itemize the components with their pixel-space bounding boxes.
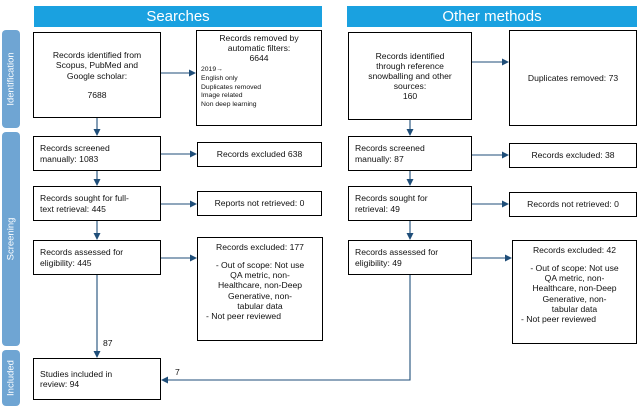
left-screened-box: Records screened manually: 1083 [33, 136, 161, 171]
right-identified-box: Records identified through reference sno… [348, 32, 472, 120]
included-box: Studies included in review: 94 [33, 358, 161, 400]
reason-line: Healthcare, non-Deep [217, 280, 303, 291]
stage-screening: Screening [2, 132, 20, 346]
right-identified-line1: Records identified [375, 50, 445, 61]
right-assessed-line1: Records assessed for [355, 247, 439, 258]
right-duplicates-text: Duplicates removed: 73 [527, 72, 619, 83]
left-not-retrieved-box: Reports not retrieved: 0 [197, 191, 322, 216]
arrow-right-assessed-to-included [161, 275, 411, 384]
reason-line: QA metric, non- [544, 273, 605, 284]
left-excluded2-reason2: - Not peer reviewed [206, 310, 281, 321]
left-screened-line1: Records screened [40, 143, 110, 154]
right-excluded2-reason2: - Not peer reviewed [521, 313, 596, 324]
left-removed-count: 6644 [249, 53, 269, 64]
left-excluded2-reason1: - Out of scope: Not use QA metric, non- … [204, 260, 316, 311]
right-assessed-line2: eligibility: 49 [355, 257, 402, 268]
left-identified-line2: Scopus, PubMed and [55, 60, 139, 71]
left-removed-title2: automatic filters: [227, 43, 291, 54]
reason-line: tabular data [551, 303, 598, 314]
left-assessed-line1: Records assessed for [40, 247, 124, 258]
right-sought-line1: Records sought for [355, 193, 428, 204]
left-excluded2-title: Records excluded: 177 [216, 242, 304, 252]
right-identified-line2: through reference [376, 60, 444, 71]
right-excluded2-title: Records excluded: 42 [532, 245, 617, 255]
right-not-retrieved-text: Records not retrieved: 0 [527, 199, 619, 210]
left-identified-box: Records identified from Scopus, PubMed a… [33, 32, 161, 118]
right-sought-box: Records sought for retrieval: 49 [348, 186, 472, 221]
reason-line: tabular data [237, 300, 283, 311]
right-screened-box: Records screened manually: 87 [348, 136, 472, 171]
right-assessed-box: Records assessed for eligibility: 49 [348, 240, 472, 275]
right-arrow-count: 7 [175, 367, 180, 377]
left-removed-title1: Records removed by [219, 33, 299, 43]
right-excluded1-text: Records excluded: 38 [531, 150, 615, 161]
left-excluded1-box: Records excluded 638 [197, 142, 322, 167]
right-screened-line1: Records screened [355, 143, 425, 154]
left-arrow-count: 87 [103, 338, 113, 348]
right-duplicates-box: Duplicates removed: 73 [509, 30, 637, 126]
left-screened-line2: manually: 1083 [40, 153, 99, 164]
right-excluded2-box: Records excluded: 42 - Out of scope: Not… [512, 240, 637, 344]
right-excluded2-reason1: - Out of scope: Not use QA metric, non- … [519, 263, 630, 314]
reason-line: - Out of scope: Not use [530, 263, 619, 274]
filter-item: Duplicates removed [201, 83, 262, 91]
included-line2: review: 94 [40, 379, 80, 389]
included-line1: Studies included in [40, 368, 113, 379]
header-searches: Searches [34, 6, 322, 27]
left-excluded1-text: Records excluded 638 [216, 149, 303, 160]
left-excluded2-box: Records excluded: 177 - Out of scope: No… [197, 237, 323, 341]
filter-item: English only [201, 75, 238, 83]
right-identified-line4: sources: [393, 81, 427, 92]
left-sought-line2: text retrieval: 445 [40, 203, 106, 214]
right-screened-line2: manually: 87 [355, 153, 404, 164]
left-sought-line1: Records sought for full- [40, 193, 129, 204]
right-identified-count: 160 [402, 91, 418, 102]
reason-line: Generative, non- [227, 290, 292, 301]
reason-line: Healthcare, non-Deep [532, 283, 617, 294]
filter-item: Image related [201, 92, 243, 100]
left-identified-line3: Google scholar: [66, 70, 128, 81]
stage-included: Included [2, 350, 20, 406]
reason-line: Generative, non- [542, 293, 607, 304]
stage-identification: Identification [2, 30, 20, 128]
reason-line: - Out of scope: Not use [215, 260, 305, 271]
filter-item: Non deep learning [201, 101, 257, 109]
reason-line: QA metric, non- [230, 270, 290, 281]
left-identified-line1: Records identified from [52, 50, 142, 61]
left-sought-box: Records sought for full- text retrieval:… [33, 186, 161, 221]
right-not-retrieved-box: Records not retrieved: 0 [509, 192, 637, 217]
left-assessed-box: Records assessed for eligibility: 445 [33, 240, 161, 275]
filter-item: 2019→ [201, 66, 223, 74]
header-other-methods: Other methods [347, 6, 637, 27]
right-sought-line2: retrieval: 49 [355, 203, 400, 214]
right-excluded1-box: Records excluded: 38 [509, 143, 637, 168]
left-identified-count: 7688 [87, 89, 107, 100]
left-not-retrieved-text: Reports not retrieved: 0 [214, 198, 305, 209]
right-identified-line3: snowballing and other [368, 70, 452, 81]
left-assessed-line2: eligibility: 445 [40, 257, 92, 268]
left-removed-box: Records removed by automatic filters: 66… [196, 30, 322, 126]
